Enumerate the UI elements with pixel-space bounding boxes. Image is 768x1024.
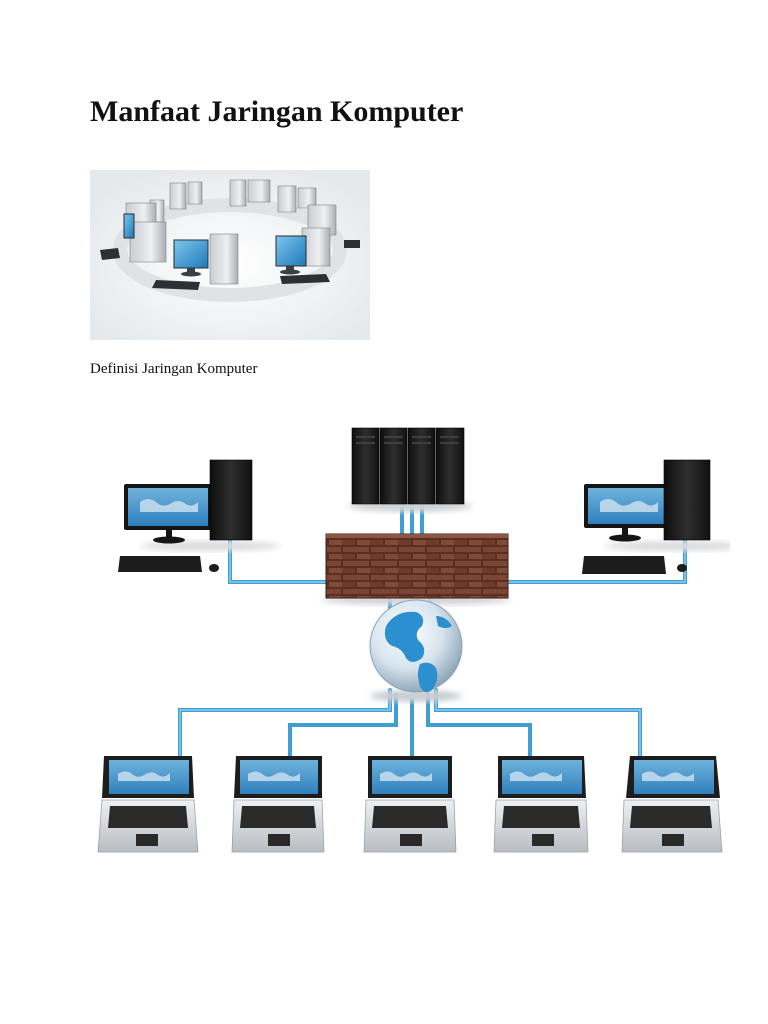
desktop-computer-icon bbox=[118, 459, 280, 572]
laptop-icon bbox=[97, 756, 199, 853]
desktop-computer-icon bbox=[582, 459, 730, 574]
laptop-icon bbox=[363, 756, 457, 853]
computer-ring-illustration bbox=[90, 170, 370, 340]
network-topology-illustration bbox=[97, 427, 730, 853]
laptop-icon bbox=[621, 756, 723, 853]
server-rack-icon bbox=[348, 427, 472, 512]
laptop-icon bbox=[231, 756, 325, 853]
figure-caption: Definisi Jaringan Komputer bbox=[90, 361, 258, 377]
page-title: Manfaat Jaringan Komputer bbox=[90, 95, 464, 128]
globe-icon bbox=[369, 599, 463, 702]
firewall-icon bbox=[321, 533, 511, 605]
laptop-icon bbox=[493, 756, 589, 853]
